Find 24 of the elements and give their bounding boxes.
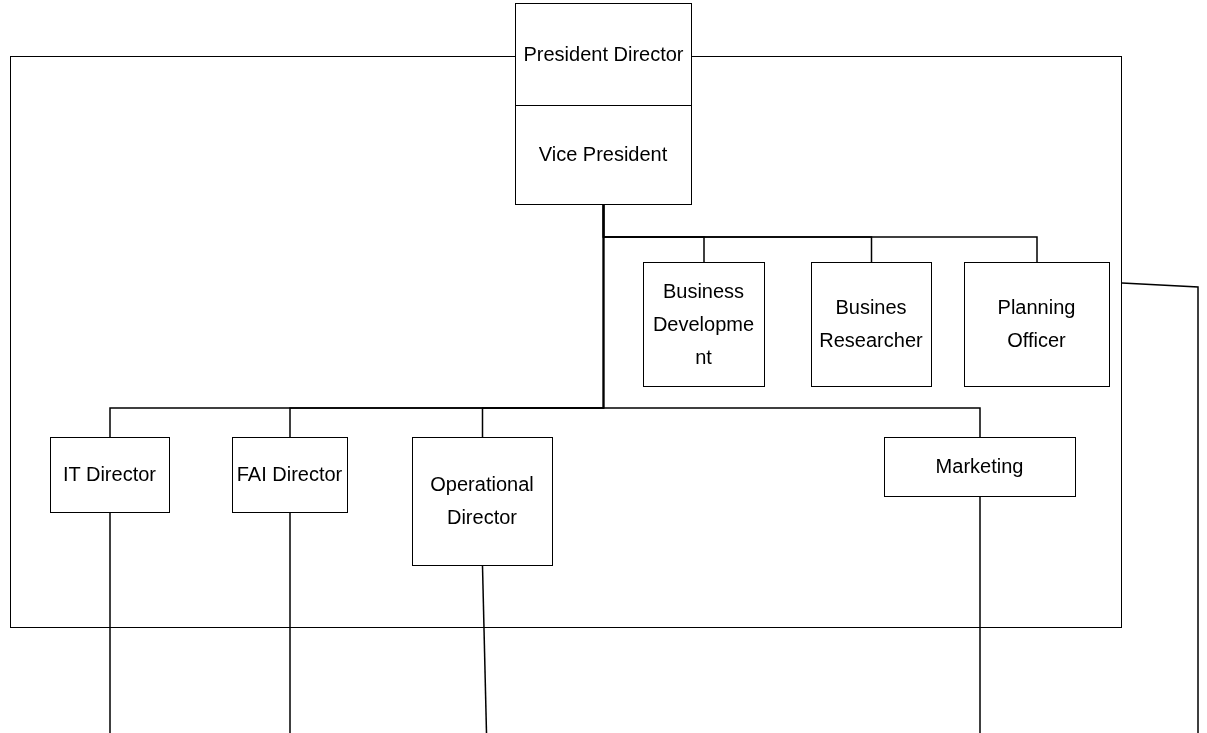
connector-line bbox=[109, 512, 111, 733]
position-title: Marketing bbox=[935, 454, 1024, 479]
connector-line bbox=[979, 496, 981, 733]
position-box bbox=[810, 261, 932, 387]
position-box bbox=[411, 436, 553, 566]
connector-line bbox=[289, 512, 291, 733]
position-box bbox=[515, 3, 692, 106]
position-title: Planning Officer bbox=[996, 295, 1077, 353]
connector-line bbox=[481, 565, 488, 733]
position-title: IT Director bbox=[63, 462, 156, 487]
position-box bbox=[963, 261, 1110, 387]
position-title: Operational Director bbox=[429, 472, 535, 530]
position-box bbox=[883, 436, 1076, 497]
connector-line bbox=[602, 204, 981, 438]
position-title: Business Development bbox=[651, 278, 756, 370]
connector-line bbox=[1121, 282, 1199, 733]
position-title: FAI Director bbox=[236, 462, 343, 487]
position-title: President Director bbox=[523, 42, 684, 67]
position-title: Vice President bbox=[538, 142, 668, 167]
position-box bbox=[231, 436, 348, 513]
position-box bbox=[514, 104, 692, 205]
position-box bbox=[642, 261, 765, 387]
position-title: Busines Researcher bbox=[818, 295, 924, 353]
position-box bbox=[49, 436, 170, 513]
